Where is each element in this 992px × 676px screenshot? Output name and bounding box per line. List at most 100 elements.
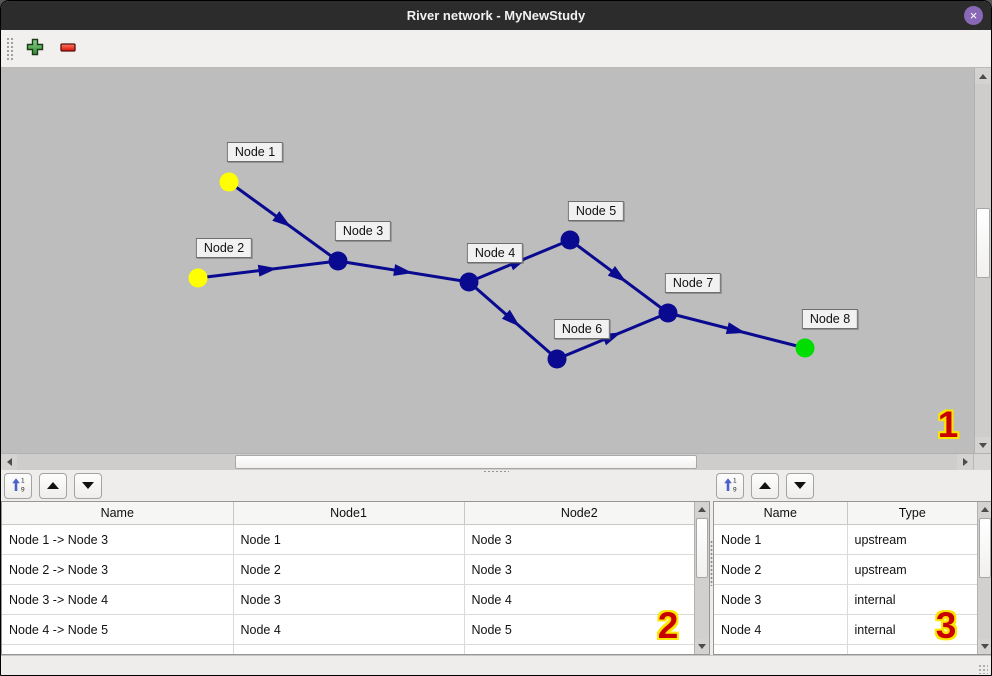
table-cell[interactable]: Node 4 [233, 614, 465, 645]
splitter-handle-vertical [710, 539, 713, 586]
table-cell[interactable]: Node 3 [233, 584, 465, 615]
scroll-up-button[interactable] [695, 502, 709, 517]
table-scroll-thumb[interactable] [979, 518, 991, 578]
column-header[interactable]: Node1 [232, 502, 465, 525]
move-down-button[interactable] [786, 472, 814, 499]
scroll-down-button[interactable] [978, 639, 991, 654]
svg-text:9: 9 [733, 486, 737, 493]
node-label-node7[interactable]: Node 7 [664, 273, 722, 293]
table-cell[interactable]: Node 3 -> Node 4 [2, 584, 234, 615]
node-label-node1[interactable]: Node 1 [226, 142, 284, 162]
table-cell[interactable]: Node 4 [464, 584, 694, 615]
sort-ascending-icon: 1 9 [10, 476, 27, 496]
table-cell[interactable]: Node 2 [233, 554, 465, 585]
node-label-node5[interactable]: Node 5 [567, 201, 625, 221]
edge-arrowhead [257, 264, 278, 277]
table-cell[interactable]: internal [847, 614, 977, 645]
plus-icon [26, 38, 44, 59]
table-row-partial [714, 644, 977, 654]
table-cell[interactable]: Node 3 [714, 584, 848, 615]
table-cell[interactable]: Node 3 [464, 524, 694, 555]
close-button[interactable]: × [964, 6, 983, 25]
sort-button[interactable]: 1 9 [716, 472, 744, 499]
node-label-node6[interactable]: Node 6 [553, 319, 611, 339]
splitter-handle-horizontal[interactable] [483, 470, 509, 473]
node-node6[interactable] [547, 349, 567, 369]
svg-text:9: 9 [21, 486, 25, 493]
edge-arrowhead [607, 266, 627, 283]
table-cell[interactable]: Node 4 -> Node 5 [2, 614, 234, 645]
node-node4[interactable] [459, 272, 479, 292]
canvas-hscrollbar[interactable] [1, 454, 973, 470]
table-cell[interactable]: Node 4 [714, 614, 848, 645]
hscroll-thumb[interactable] [235, 455, 697, 469]
table-cell[interactable]: upstream [847, 524, 977, 555]
remove-button[interactable] [55, 36, 81, 62]
scroll-corner [973, 454, 991, 470]
scroll-left-button[interactable] [1, 454, 17, 470]
node-node3[interactable] [328, 251, 348, 271]
table-cell[interactable]: Node 1 [714, 524, 848, 555]
toolbar-drag-handle[interactable] [6, 36, 14, 61]
table-scroll-thumb[interactable] [696, 518, 708, 578]
table-cell[interactable]: Node 5 [464, 614, 694, 645]
scroll-down-button[interactable] [695, 639, 709, 654]
node-node1[interactable] [219, 172, 239, 192]
panel-splitter[interactable] [710, 470, 713, 655]
table-cell[interactable]: Node 3 [464, 554, 694, 585]
table-cell[interactable]: Node 1 [233, 524, 465, 555]
move-down-button[interactable] [74, 472, 102, 499]
reaches-table-scrollbar[interactable] [694, 502, 709, 654]
edge-arrowhead [393, 264, 413, 276]
hscroll-row [1, 453, 991, 470]
node-label-node8[interactable]: Node 8 [801, 309, 859, 329]
table-cell[interactable]: upstream [847, 554, 977, 585]
node-node5[interactable] [560, 230, 580, 250]
column-header[interactable]: Name [714, 502, 848, 525]
scroll-down-button[interactable] [975, 437, 991, 453]
scroll-up-button[interactable] [975, 68, 991, 84]
scroll-right-button[interactable] [957, 454, 973, 470]
move-up-button[interactable] [751, 472, 779, 499]
table-cell[interactable]: Node 1 -> Node 3 [2, 524, 234, 555]
node-node8[interactable] [795, 338, 815, 358]
add-button[interactable] [22, 36, 48, 62]
node-node7[interactable] [658, 303, 678, 323]
sort-button[interactable]: 1 9 [4, 472, 32, 499]
nodes-table-scrollbar[interactable] [977, 502, 991, 654]
canvas-vscrollbar[interactable] [974, 68, 991, 453]
network-canvas[interactable]: Node 1 Node 2 Node 3 Node 4 Node 5 Node 6 Node… [1, 68, 974, 453]
column-header[interactable]: Node2 [463, 502, 694, 525]
move-up-button[interactable] [39, 472, 67, 499]
scroll-up-button[interactable] [978, 502, 991, 517]
column-header[interactable]: Name [2, 502, 234, 525]
vscroll-thumb[interactable] [976, 208, 990, 278]
resize-grip[interactable] [978, 664, 988, 674]
table-row-partial [2, 644, 694, 654]
node-label-node2[interactable]: Node 2 [195, 238, 253, 258]
down-triangle-icon [82, 482, 94, 489]
column-header[interactable]: Type [846, 502, 977, 525]
node-label-node4[interactable]: Node 4 [466, 243, 524, 263]
annotation-mark-3: 3 [935, 605, 957, 646]
up-triangle-icon [759, 482, 771, 489]
table-cell[interactable]: internal [847, 584, 977, 615]
node-label-node3[interactable]: Node 3 [334, 221, 392, 241]
status-bar [1, 655, 991, 675]
node-node2[interactable] [188, 268, 208, 288]
close-icon: × [969, 8, 978, 23]
table-cell[interactable]: Node 2 -> Node 3 [2, 554, 234, 585]
table-cell[interactable]: Node 2 [714, 554, 848, 585]
network-svg [188, 172, 815, 369]
